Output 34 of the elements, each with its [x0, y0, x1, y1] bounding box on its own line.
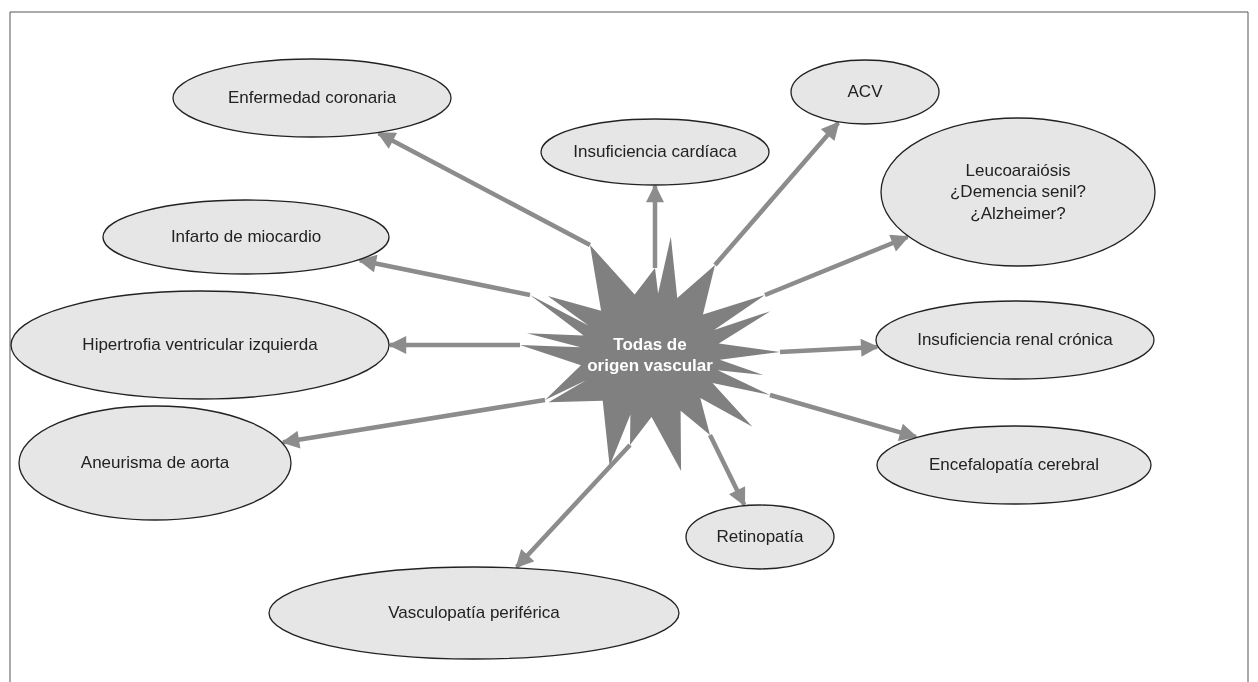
ellipse-node — [540, 118, 770, 186]
ellipse-node — [790, 59, 940, 125]
arrow — [646, 184, 664, 268]
arrow — [713, 121, 840, 267]
ellipse-node — [172, 58, 452, 138]
node-label: ACV — [847, 81, 883, 103]
node-label: Retinopatía — [716, 526, 804, 548]
node-label: Vasculopatía periférica — [388, 602, 560, 624]
arrow — [764, 234, 910, 298]
arrow — [779, 338, 879, 357]
ellipse-node — [102, 199, 390, 275]
ellipse-node — [268, 566, 680, 660]
node-label: Insuficiencia renal crónica — [917, 329, 1113, 351]
ellipse-node — [10, 290, 390, 400]
arrow — [358, 254, 531, 298]
ellipse-node — [876, 425, 1152, 505]
arrow — [281, 397, 546, 449]
node-label: Hipertrofia ventricular izquierda — [82, 334, 318, 356]
arrow — [515, 443, 632, 569]
arrow — [376, 131, 592, 247]
node-label: Insuficiencia cardíaca — [573, 141, 737, 163]
ellipse-node — [875, 300, 1155, 380]
ellipse-node — [18, 405, 292, 521]
node-label: Infarto de miocardio — [170, 226, 322, 248]
ellipse-node — [685, 504, 835, 570]
node-label: Aneurisma de aorta — [80, 452, 230, 474]
node-label: Enfermedad coronaria — [227, 87, 397, 109]
arrow — [769, 392, 918, 442]
ellipse-node — [880, 117, 1156, 267]
arrow — [388, 336, 520, 354]
arrow — [707, 434, 747, 507]
node-label: Leucoaraiósis ¿Demencia senil? ¿Alzheimer? — [948, 160, 1088, 224]
node-label: Encefalopatía cerebral — [928, 454, 1100, 476]
node-label: Todas de origen vascular — [586, 333, 714, 377]
